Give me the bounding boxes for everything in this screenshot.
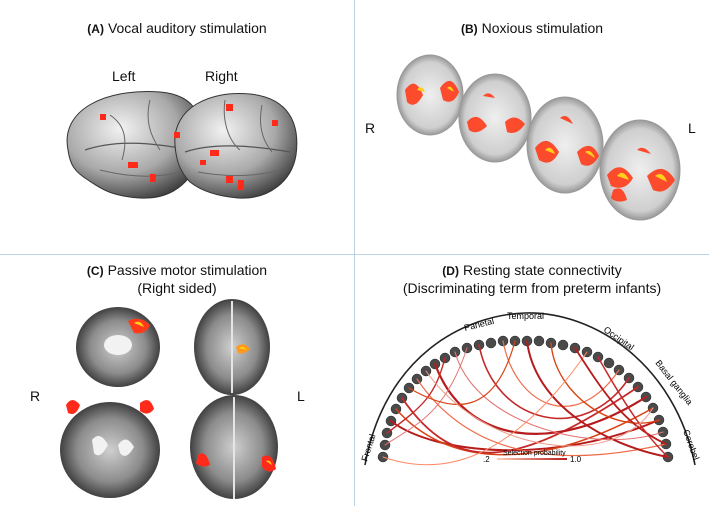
region-label-parietal: Parietal bbox=[463, 316, 495, 333]
region-label-frontal: Frontal bbox=[359, 433, 377, 463]
panel-a-title-text: Vocal auditory stimulation bbox=[107, 20, 267, 36]
legend-max: 1.0 bbox=[570, 455, 582, 464]
axial-slice-2 bbox=[458, 73, 532, 163]
panel-b-l-label: L bbox=[688, 120, 696, 136]
panel-d-letter: (D) bbox=[442, 264, 459, 278]
panel-b-r-label: R bbox=[365, 120, 376, 136]
connectivity-arc-diagram: Frontal Parietal Temporal Occipital Basa… bbox=[359, 311, 702, 466]
legend-title: Selection probability bbox=[503, 450, 566, 457]
panel-a: (A)Vocal auditory stimulation Left Right bbox=[0, 0, 354, 254]
region-label-temporal: Temporal bbox=[507, 311, 544, 321]
right-brain-render bbox=[174, 92, 298, 199]
panel-divider-vertical bbox=[354, 0, 355, 506]
panel-d-title: (D)Resting state connectivity bbox=[355, 262, 709, 278]
panel-c-title: (C)Passive motor stimulation bbox=[0, 262, 354, 278]
axial-slices-b bbox=[396, 54, 681, 221]
panel-c-l-label: L bbox=[297, 388, 305, 404]
region-label-cerebellum: Cerebel. bbox=[681, 428, 702, 463]
panel-c: (C)Passive motor stimulation (Right side… bbox=[0, 255, 354, 506]
region-label-occipital: Occipital bbox=[602, 324, 636, 352]
panel-d-subtitle: (Discriminating term from preterm infant… bbox=[402, 280, 662, 296]
panel-c-r-label: R bbox=[30, 388, 41, 404]
panel-b-title-text: Noxious stimulation bbox=[481, 20, 604, 36]
coronal-slice-top bbox=[76, 307, 160, 387]
axial-slice-4 bbox=[599, 119, 681, 221]
panel-b: (B)Noxious stimulation R L bbox=[355, 0, 709, 254]
axial-slice-bottom bbox=[190, 395, 278, 499]
panel-c-title-text: Passive motor stimulation bbox=[107, 262, 268, 278]
activation-spots-a bbox=[100, 104, 278, 190]
panel-d: (D)Resting state connectivity (Discrimin… bbox=[355, 255, 709, 506]
left-hemisphere-label: Left bbox=[112, 68, 136, 84]
panel-b-letter: (B) bbox=[460, 22, 478, 36]
axial-slice-3 bbox=[526, 96, 604, 194]
legend-min: .2 bbox=[483, 455, 490, 464]
panel-c-letter: (C) bbox=[86, 264, 104, 278]
legend-gradient-bar bbox=[497, 458, 567, 460]
panel-c-subtitle: (Right sided) bbox=[137, 280, 217, 296]
right-hemisphere-label: Right bbox=[205, 68, 238, 84]
panel-d-title-text: Resting state connectivity bbox=[462, 262, 622, 278]
mri-slices-c bbox=[60, 299, 278, 499]
brain-surface-renderings bbox=[66, 91, 298, 199]
panel-divider-horizontal bbox=[0, 254, 709, 255]
panel-a-letter: (A) bbox=[87, 22, 104, 36]
panel-b-title: (B)Noxious stimulation bbox=[355, 20, 709, 36]
axial-slice-top bbox=[194, 299, 270, 395]
panel-a-title: (A)Vocal auditory stimulation bbox=[0, 20, 354, 36]
connection-curves bbox=[382, 340, 669, 466]
region-arc bbox=[364, 312, 696, 466]
coronal-slice-bottom bbox=[60, 400, 160, 498]
axial-slice-1 bbox=[396, 54, 464, 136]
